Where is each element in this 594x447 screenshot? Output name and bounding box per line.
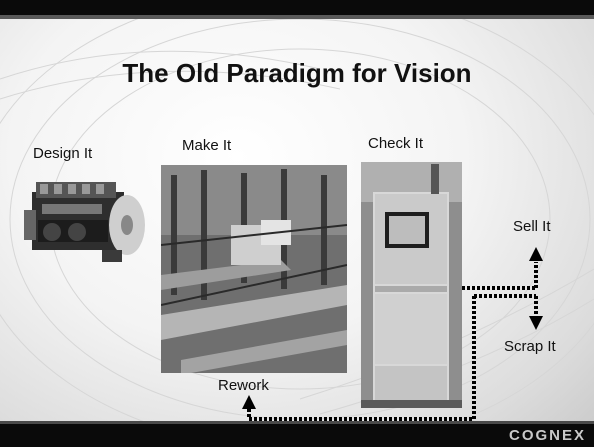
cognex-logo: COGNEX — [508, 427, 586, 444]
top-bar — [0, 0, 594, 15]
engine-image — [22, 170, 150, 270]
design-label: Design It — [33, 145, 93, 162]
rework-arrowhead — [242, 395, 256, 409]
scrap-arrowhead — [529, 316, 543, 330]
top-divider — [0, 15, 594, 19]
flow-arrows — [0, 0, 594, 421]
check-label: Check It — [368, 135, 424, 152]
inspection-station-image — [361, 162, 462, 408]
sell-arrowhead — [529, 247, 543, 261]
scrap-label: Scrap It — [504, 338, 556, 355]
bottom-bar: COGNEX — [0, 421, 594, 447]
rework-label: Rework — [218, 377, 269, 394]
slide-title: The Old Paradigm for Vision — [122, 58, 472, 88]
bottom-divider — [0, 421, 594, 424]
assembly-line-image — [161, 165, 347, 373]
make-label: Make It — [182, 137, 232, 154]
sell-label: Sell It — [513, 218, 551, 235]
